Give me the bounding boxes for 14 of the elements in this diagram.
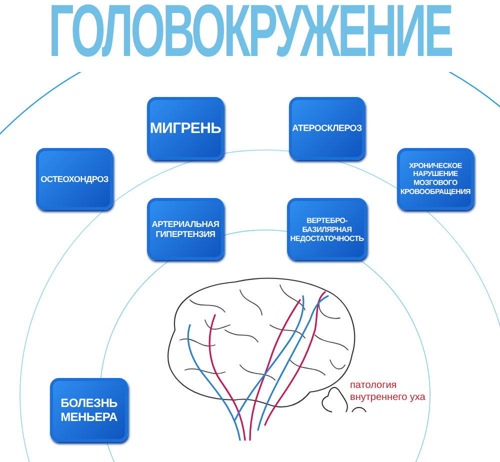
box-text: ОСТЕОХОНДРОЗ: [40, 174, 108, 184]
diagnosis-box: [289, 97, 365, 160]
box-text: АТЕРОСКЛЕРОЗ: [292, 123, 362, 134]
diagnosis-box: [147, 198, 224, 260]
diagnosis-box: [287, 198, 367, 260]
box-text: БОЛЕЗНЬ МЕНЬЕРА: [60, 396, 118, 424]
note-text: патология внутреннего уха: [350, 380, 426, 404]
box-text: МИГРЕНЬ: [150, 120, 222, 138]
diagnosis-box: [397, 148, 474, 210]
diagnosis-box: [50, 378, 128, 442]
diagnosis-box: [147, 97, 224, 160]
title: ГОЛОВОКРУЖЕНИЕ: [48, 0, 452, 68]
box-text: АРТЕРИАЛЬНАЯ ГИПЕРТЕНЗИЯ: [150, 218, 220, 240]
diagnosis-box: [36, 148, 113, 210]
